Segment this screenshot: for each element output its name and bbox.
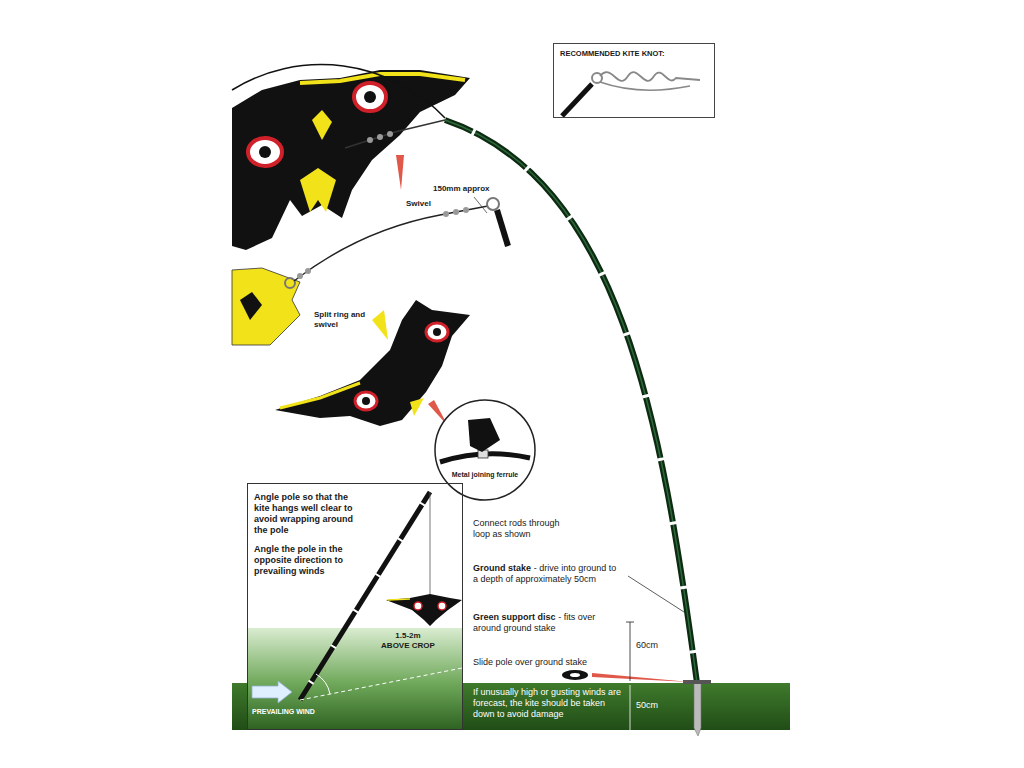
dimension-label: ABOVE CROP: [372, 641, 444, 651]
label-group: If unusually high or gusting winds are f…: [473, 687, 623, 719]
label-group: PREVAILING WIND: [252, 708, 352, 716]
label-group: Connect rods through loop as shown: [473, 518, 575, 540]
label-group: Green support disc- fits over around gro…: [473, 612, 623, 634]
pole: [445, 120, 697, 683]
instruction-note: Slide pole over ground stake: [473, 657, 587, 667]
dimension-label: 50cm: [636, 700, 658, 710]
label-group: 50cm: [636, 700, 676, 711]
kite-flying: [275, 300, 470, 426]
inset-kite: [386, 594, 462, 626]
kite-tag: [232, 268, 300, 345]
part-label: Split ring and swivel: [314, 310, 365, 329]
label-group: Ground stake- drive into ground to a dep…: [473, 563, 623, 585]
wind-label: PREVAILING WIND: [252, 708, 315, 715]
label-group: Metal joining ferrule: [445, 471, 525, 479]
box-heading: RECOMMENDED KITE KNOT:: [560, 49, 708, 58]
label-group: 150mm approx: [433, 184, 513, 194]
ground-stake: [694, 683, 701, 736]
label-group: Split ring and swivel: [314, 310, 378, 329]
wind-arrow: [252, 681, 292, 703]
swivel-line: [294, 206, 488, 281]
ferrule-detail: [435, 400, 535, 500]
support-disc: [562, 670, 588, 680]
part-label: Metal joining ferrule: [452, 471, 519, 478]
dimension-label: 60cm: [636, 640, 658, 650]
label-group: Swivel: [406, 199, 446, 209]
warning-note: If unusually high or gusting winds are f…: [473, 687, 621, 719]
part-label: Swivel: [406, 199, 431, 208]
inset-ground: [248, 628, 462, 729]
dimension-label: 150mm approx: [433, 184, 489, 193]
label-group: 60cm: [636, 640, 676, 651]
box-note: Angle the pole in the opposite direction…: [254, 544, 354, 577]
part-name: Ground stake: [473, 563, 531, 573]
knot-box: RECOMMENDED KITE KNOT:: [553, 43, 715, 118]
inset-box: Angle pole so that the kite hangs well c…: [247, 483, 463, 730]
part-name: Green support disc: [473, 612, 556, 622]
label-group: 1.5-2mABOVE CROP: [372, 631, 444, 650]
box-heading: Angle pole so that the kite hangs well c…: [254, 492, 354, 536]
label-group: Slide pole over ground stake: [473, 657, 623, 668]
kite-top: [232, 65, 470, 250]
instruction-note: Connect rods through loop as shown: [473, 518, 560, 539]
dimension-label: 1.5-2m: [372, 631, 444, 641]
